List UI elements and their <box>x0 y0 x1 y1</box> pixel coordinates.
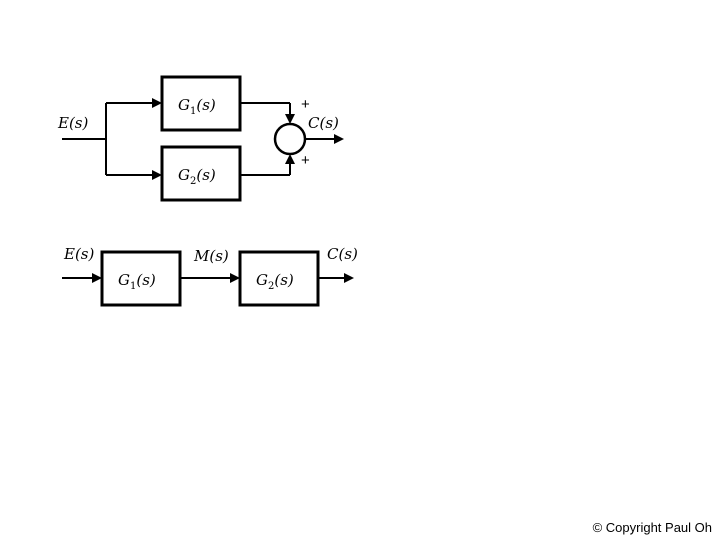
parallel-output-label: C(s) <box>308 114 339 132</box>
parallel-g2-label: G2(s) <box>178 166 216 187</box>
copyright-notice: © Copyright Paul Oh <box>592 520 712 535</box>
arrow-into-series-g2-icon <box>230 273 240 283</box>
sum-sign-top: + <box>301 96 310 113</box>
series-g2-label: G2(s) <box>256 271 294 292</box>
parallel-g1-block <box>160 75 242 132</box>
parallel-g1-label: G1(s) <box>178 96 216 117</box>
series-output-label: C(s) <box>327 245 358 263</box>
series-diagram: E(s) G1(s) M(s) G2(s) C(s) <box>62 245 358 307</box>
arrow-into-sum-bottom-icon <box>285 154 295 164</box>
summing-junction <box>273 122 307 156</box>
arrow-into-g2-icon <box>152 170 162 180</box>
sum-sign-bottom: + <box>301 152 310 169</box>
arrow-output-icon <box>334 134 344 144</box>
parallel-diagram: E(s) G1(s) G2(s) + + C(s) <box>57 75 344 202</box>
series-middle-label: M(s) <box>193 247 229 265</box>
parallel-g2-block <box>160 145 242 202</box>
arrow-into-sum-top-icon <box>285 114 295 124</box>
series-g2-block <box>238 250 320 307</box>
arrow-into-g1-icon <box>152 98 162 108</box>
series-g1-label: G1(s) <box>118 271 156 292</box>
series-input-label: E(s) <box>63 245 94 263</box>
parallel-input-label: E(s) <box>57 114 88 132</box>
arrow-into-series-g1-icon <box>92 273 102 283</box>
arrow-series-output-icon <box>344 273 354 283</box>
